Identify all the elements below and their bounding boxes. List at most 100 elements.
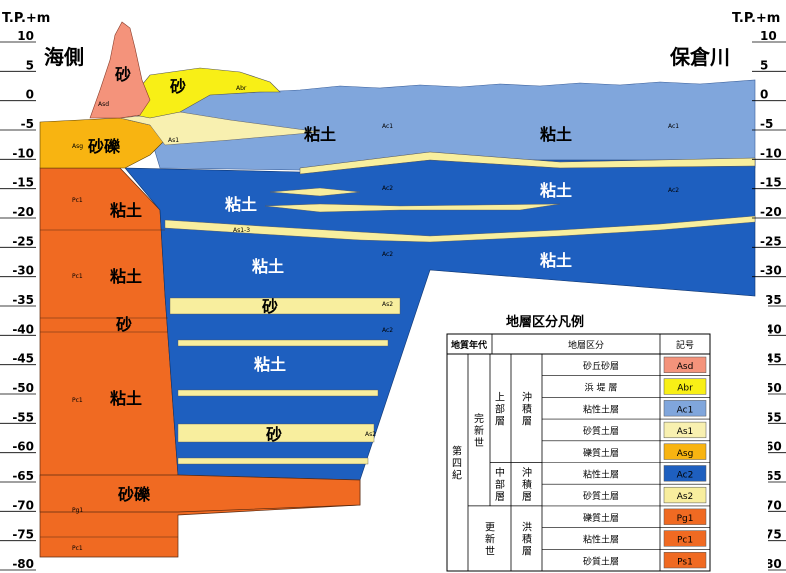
label-nendo: 粘土 — [110, 201, 142, 220]
legend-row-code: Abr — [677, 384, 693, 394]
legend-upper: 層 — [495, 415, 505, 427]
layer-pg1 — [39, 474, 361, 513]
layer-as1-thin — [299, 151, 756, 175]
stratum-labels: 砂 砂 砂礫 粘土 粘土 粘土 粘土 粘土 粘土 粘土 粘土 砂 砂 粘土 粘土… — [88, 65, 572, 504]
side-label-right: 保倉川 — [669, 45, 730, 69]
code-pc1: Pc1 — [72, 197, 83, 204]
legend-header-code: 記号 — [676, 339, 694, 351]
code-asg: Asg — [72, 143, 83, 150]
axis-tick-label: -25 — [760, 234, 782, 248]
legend-row-code: Asg — [677, 449, 694, 459]
code-as2: As2 — [382, 301, 393, 308]
legend-epoch-holocene: 世 — [474, 437, 484, 449]
code-ac1: Ac1 — [668, 123, 679, 130]
legend-diluvial: 層 — [522, 545, 532, 557]
layer-as2-band-7 — [177, 457, 369, 465]
legend-middle: 中 — [495, 466, 505, 479]
label-nendo: 粘土 — [540, 125, 572, 144]
axis-tick-label: -45 — [12, 352, 34, 366]
legend-epoch-pleistocene: 新 — [485, 532, 495, 545]
legend-epoch-holocene: 完 — [474, 412, 484, 425]
legend-row-name: 礫質土層 — [583, 447, 619, 459]
layer-as2-band-3 — [169, 297, 401, 315]
legend-row-name: 粘性土層 — [583, 469, 619, 481]
legend-alluvial: 積 — [522, 478, 532, 491]
label-suna: 砂 — [115, 65, 131, 84]
label-suna: 砂 — [116, 315, 132, 334]
legend-row-name: 砂質土層 — [583, 490, 619, 502]
axis-tick-label: -20 — [760, 205, 782, 219]
code-ac2: Ac2 — [382, 185, 393, 192]
legend-row-code: Pc1 — [677, 536, 693, 546]
y-axis-left: 1050-5-10-15-20-25-30-35-40-45-50-55-60-… — [0, 29, 36, 571]
axis-tick-label: -20 — [12, 205, 34, 219]
legend-background — [428, 298, 768, 573]
code-pc1: Pc1 — [72, 545, 83, 552]
axis-tick-label: 5 — [760, 58, 768, 72]
code-asd: Asd — [98, 101, 109, 108]
code-pc1: Pc1 — [72, 273, 83, 280]
label-nendo: 粘土 — [110, 389, 142, 408]
layer-as2-lens — [269, 187, 361, 197]
axis-unit-label-left: T.P.+m — [2, 11, 50, 26]
label-suna: 砂 — [262, 297, 278, 316]
label-suna: 砂 — [266, 425, 282, 444]
legend-swatch — [663, 356, 707, 373]
label-nendo: 粘土 — [540, 181, 572, 200]
label-nendo: 粘土 — [254, 355, 286, 374]
legend-swatch — [663, 443, 707, 460]
legend-row-name: 粘性土層 — [583, 403, 619, 415]
legend-row-code: Ac1 — [677, 405, 694, 415]
axis-tick-label: -30 — [760, 264, 782, 278]
code-as1: As1 — [168, 137, 179, 144]
legend-alluvial: 沖 — [522, 390, 532, 403]
legend-upper: 部 — [495, 402, 505, 415]
axis-tick-label: -80 — [12, 557, 34, 571]
legend-row-name: 砂丘砂層 — [583, 360, 619, 372]
layer-asd — [89, 21, 151, 119]
legend-diluvial: 積 — [522, 532, 532, 545]
code-ac1: Ac1 — [382, 123, 393, 130]
label-suna: 砂 — [170, 77, 186, 96]
legend-alluvial: 層 — [522, 491, 532, 503]
axis-tick-label: -10 — [12, 146, 34, 160]
axis-tick-label: -15 — [760, 176, 782, 190]
legend-row-name: 砂質土層 — [583, 555, 619, 567]
legend-epoch-pleistocene: 更 — [485, 521, 495, 533]
legend-swatch — [663, 400, 707, 417]
layer-as2-band-2 — [264, 203, 561, 213]
axis-tick-label: 5 — [26, 58, 34, 72]
legend-row-code: As1 — [677, 427, 694, 437]
legend-upper: 上 — [495, 391, 505, 403]
legend-row-code: Pg1 — [677, 514, 694, 524]
axis-tick-label: -50 — [12, 381, 34, 395]
axis-tick-label: -25 — [12, 234, 34, 248]
code-labels: Asd Abr Asg As1 Ac1 Ac1 Ac2 Ac2 As1-3 Ac… — [72, 85, 679, 552]
legend-era-label: 第 — [452, 445, 462, 458]
legend-swatch — [663, 421, 707, 439]
axis-tick-label: -35 — [12, 293, 34, 307]
legend-row-name: 浜 堤 層 — [585, 383, 618, 394]
legend-epoch-pleistocene: 世 — [485, 545, 495, 557]
legend-middle: 部 — [495, 478, 505, 491]
code-ac2: Ac2 — [382, 251, 393, 258]
axis-unit-label-right: T.P.+m — [732, 11, 780, 26]
axis-tick-label: -30 — [12, 264, 34, 278]
legend-swatch — [663, 508, 707, 525]
layer-as2-band-6 — [177, 423, 375, 443]
legend-row-name: 粘性土層 — [583, 534, 619, 546]
legend-row-name: 礫質土層 — [583, 512, 619, 524]
label-nendo: 粘土 — [225, 195, 257, 214]
axis-tick-label: -5 — [21, 117, 34, 131]
axis-tick-label: -70 — [12, 498, 34, 512]
code-pc1: Pc1 — [72, 397, 83, 404]
label-nendo: 粘土 — [304, 125, 336, 144]
legend-alluvial: 沖 — [522, 466, 532, 479]
layer-as2-band-1 — [164, 215, 756, 243]
legend-swatch — [663, 552, 707, 569]
axis-tick-label: -10 — [760, 146, 782, 160]
legend-era-label: 紀 — [452, 469, 462, 482]
axis-tick-label: -15 — [12, 176, 34, 190]
